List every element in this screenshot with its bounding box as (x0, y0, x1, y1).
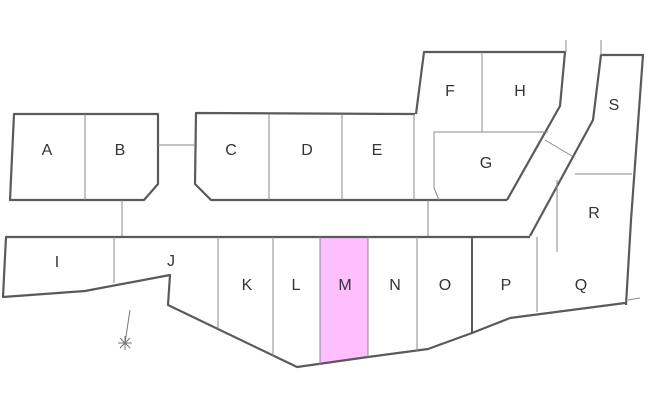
lot-label-a[interactable]: A (42, 142, 53, 159)
block-cde-outline (193, 111, 507, 202)
bottom-row-outline (1, 235, 626, 369)
block-s-outline (529, 53, 645, 306)
lot-label-q[interactable]: Q (575, 277, 587, 294)
block-fhg-outline (414, 50, 567, 201)
lot-label-g[interactable]: G (480, 155, 492, 172)
lot-g-boundary (433, 131, 548, 201)
lot-label-e[interactable]: E (372, 142, 383, 159)
lot-label-i[interactable]: I (55, 254, 59, 271)
lot-label-h[interactable]: H (514, 83, 526, 100)
lot-label-m[interactable]: M (338, 277, 351, 294)
lot-label-p[interactable]: P (501, 277, 512, 294)
lot-label-r[interactable]: R (588, 205, 600, 222)
lot-label-d[interactable]: D (301, 142, 313, 159)
lot-m-highlight[interactable] (320, 238, 368, 365)
lot-label-l[interactable]: L (292, 277, 301, 294)
boundary-tick (627, 297, 641, 301)
lot-label-f[interactable]: F (445, 83, 455, 100)
lot-label-b[interactable]: B (115, 142, 126, 159)
lot-label-o[interactable]: O (439, 277, 451, 294)
road-width-line-4 (544, 139, 573, 157)
block-ab-outline (8, 112, 160, 202)
lot-label-k[interactable]: K (242, 277, 253, 294)
north-arrow-icon (118, 309, 132, 350)
lot-label-s[interactable]: S (609, 97, 620, 114)
lot-label-c[interactable]: C (225, 142, 237, 159)
lot-label-n[interactable]: N (389, 277, 401, 294)
lot-label-j[interactable]: J (167, 253, 175, 270)
